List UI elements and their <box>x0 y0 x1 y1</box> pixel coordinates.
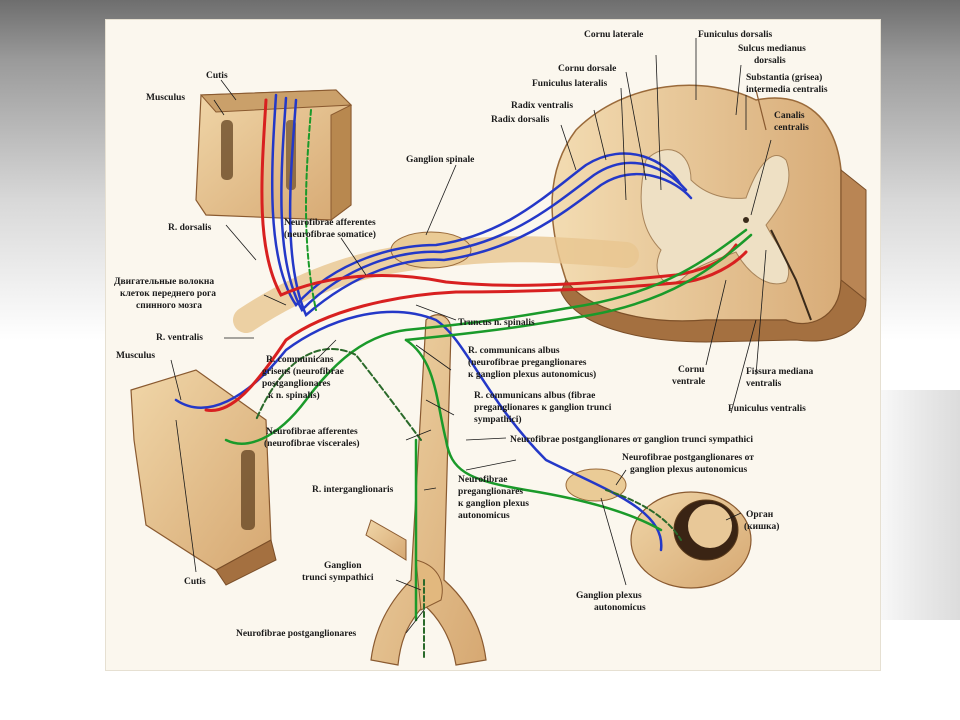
label-albus1-3: к ganglion plexus autonomicus) <box>468 369 596 380</box>
label-organ-2: (кишка) <box>744 521 779 532</box>
preganglionic-fibers <box>224 109 753 622</box>
label-funiculus-lateralis: Funiculus lateralis <box>532 79 608 89</box>
label-funiculus-dorsalis: Funiculus dorsalis <box>698 30 772 40</box>
label-truncus: Truncus n. spinalis <box>458 318 535 328</box>
label-albus1-1: R. communicans albus <box>468 346 560 356</box>
label-fissura-2: ventralis <box>746 379 782 389</box>
label-griseus-2: griseus (neurofibrae <box>262 366 344 377</box>
label-ganglion-trunci-1: Ganglion <box>324 561 362 571</box>
label-motor-fibers-2: клеток переднего рога <box>120 289 216 299</box>
label-cornu-ventrale-2: ventrale <box>672 377 705 387</box>
label-radix-dorsalis: Radix dorsalis <box>491 115 550 125</box>
label-cornu-ventrale-1: Cornu <box>678 365 705 375</box>
label-neurofibrae-postgangl: Neurofibrae postganglionares <box>236 629 357 639</box>
label-substantia-1: Substantia (grisea) <box>746 72 822 83</box>
label-sulcus-medianus-2: dorsalis <box>754 56 786 66</box>
anatomy-diagram: Cutis Musculus R. dorsalis Двигательные … <box>114 30 867 666</box>
label-afferent-somatic-2: (neurofibrae somatice) <box>284 229 376 240</box>
label-organ-1: Орган <box>746 510 774 520</box>
label-cornu-dorsale: Cornu dorsale <box>558 64 616 74</box>
label-cornu-laterale: Cornu laterale <box>584 30 643 40</box>
label-canalis-1: Canalis <box>774 111 805 121</box>
label-pregangl-plexus-2: preganglionares <box>458 487 523 497</box>
label-sulcus-medianus-1: Sulcus medianus <box>738 44 806 54</box>
label-griseus-3: postganglionares <box>262 379 331 389</box>
label-ganglion-plexus-2: autonomicus <box>594 603 646 613</box>
label-griseus-1: R. communicans <box>266 355 334 365</box>
label-afferent-visceral-2: (neurofibrae viscerales) <box>264 438 360 449</box>
label-cutis-bottom: Cutis <box>184 577 206 587</box>
central-canal <box>743 217 749 223</box>
label-ganglion-trunci-2: trunci sympathici <box>302 573 374 583</box>
label-ganglion-plexus-1: Ganglion plexus <box>576 591 642 601</box>
label-albus2-1: R. communicans albus (fibrae <box>474 390 595 401</box>
postganglionic-fibers <box>255 348 682 661</box>
label-albus1-2: (neurofibrae preganglionares <box>468 357 587 368</box>
label-musculus-top: Musculus <box>146 93 185 103</box>
label-r-ventralis: R. ventralis <box>156 333 203 343</box>
spinal-reflex-illustration: Cutis Musculus R. dorsalis Двигательные … <box>106 20 880 670</box>
label-postgangl-trunci: Neurofibrae postganglionares от ganglion… <box>510 435 753 445</box>
label-radix-ventralis: Radix ventralis <box>511 101 573 111</box>
label-r-dorsalis: R. dorsalis <box>168 223 212 233</box>
label-pregangl-plexus-3: к ganglion plexus <box>458 499 529 509</box>
label-cutis-top: Cutis <box>206 71 228 81</box>
label-motor-fibers-3: спинного мозга <box>136 301 202 311</box>
label-postgangl-plexus-1: Neurofibrae postganglionares от <box>622 453 754 463</box>
label-motor-fibers-1: Двигательные волокна <box>114 277 214 287</box>
label-ganglion-spinale: Ganglion spinale <box>406 155 474 165</box>
leader-lines <box>170 38 772 634</box>
label-pregangl-plexus-4: autonomicus <box>458 511 510 521</box>
label-musculus-bottom: Musculus <box>116 351 155 361</box>
label-afferent-visceral-1: Neurofibrae afferentes <box>266 427 358 437</box>
label-funiculus-ventralis: Funiculus ventralis <box>728 404 806 414</box>
label-canalis-2: centralis <box>774 123 809 133</box>
label-postgangl-plexus-2: ganglion plexus autonomicus <box>630 465 747 475</box>
labels: Cutis Musculus R. dorsalis Двигательные … <box>114 30 828 639</box>
sympathetic-trunk <box>365 314 487 666</box>
label-r-interganglionaris: R. interganglionaris <box>312 485 394 495</box>
label-afferent-somatic-1: Neurofibrae afferentes <box>284 218 376 228</box>
label-pregangl-plexus-1: Neurofibrae <box>458 475 507 485</box>
label-albus2-3: sympathici) <box>474 414 522 425</box>
label-griseus-4: к n. spinalis) <box>268 390 320 401</box>
label-albus2-2: preganglionares к ganglion trunci <box>474 403 612 413</box>
label-fissura-1: Fissura mediana <box>746 367 814 377</box>
organ-intestine <box>630 491 752 589</box>
afferent-fibers <box>174 93 693 552</box>
label-substantia-2: intermedia centralis <box>746 85 828 95</box>
skin-muscle-block-bottom <box>130 369 277 586</box>
